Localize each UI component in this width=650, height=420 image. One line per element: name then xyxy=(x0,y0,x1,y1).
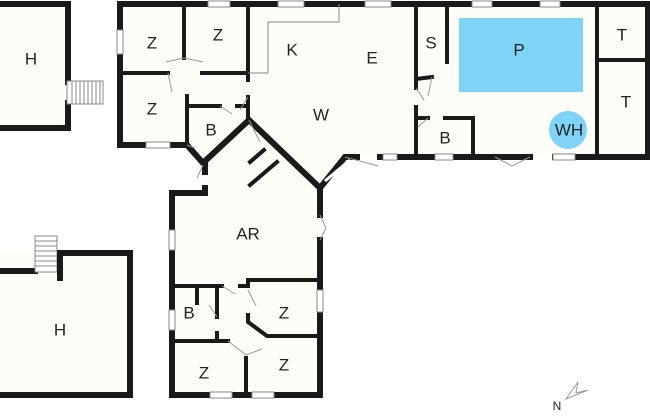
outbuilding-bottom xyxy=(0,235,133,398)
north-arrow-icon xyxy=(564,381,589,401)
room-label-z2: Z xyxy=(213,25,223,44)
room-label-b-ar: B xyxy=(183,303,194,322)
interior-walls xyxy=(118,2,650,397)
room-label-w: W xyxy=(313,105,329,124)
pool xyxy=(459,18,583,92)
room-label-t1: T xyxy=(617,25,627,44)
room-label-z3: Z xyxy=(147,99,157,118)
room-label-k: K xyxy=(286,40,298,59)
room-label-z1: Z xyxy=(147,33,157,52)
room-label-wh: WH xyxy=(555,120,583,139)
room-label-z5: Z xyxy=(199,363,209,382)
door-swings xyxy=(165,57,531,356)
room-label-h-top: H xyxy=(25,49,37,68)
room-label-ar: AR xyxy=(236,224,260,243)
room-label-t2: T xyxy=(621,92,631,111)
room-label-h-bottom: H xyxy=(54,320,66,339)
room-label-p: P xyxy=(513,40,524,59)
room-label-z6: Z xyxy=(279,355,289,374)
compass-label: N xyxy=(553,399,562,413)
room-label-b-right: B xyxy=(439,128,450,147)
whirlpool xyxy=(549,111,587,149)
room-label-b-left: B xyxy=(205,120,216,139)
stairs-icon xyxy=(66,80,104,105)
stairs-icon xyxy=(34,235,58,273)
outbuilding-top xyxy=(0,1,104,131)
room-label-e: E xyxy=(366,48,377,67)
room-label-s: S xyxy=(425,33,436,52)
room-label-z4: Z xyxy=(279,303,289,322)
